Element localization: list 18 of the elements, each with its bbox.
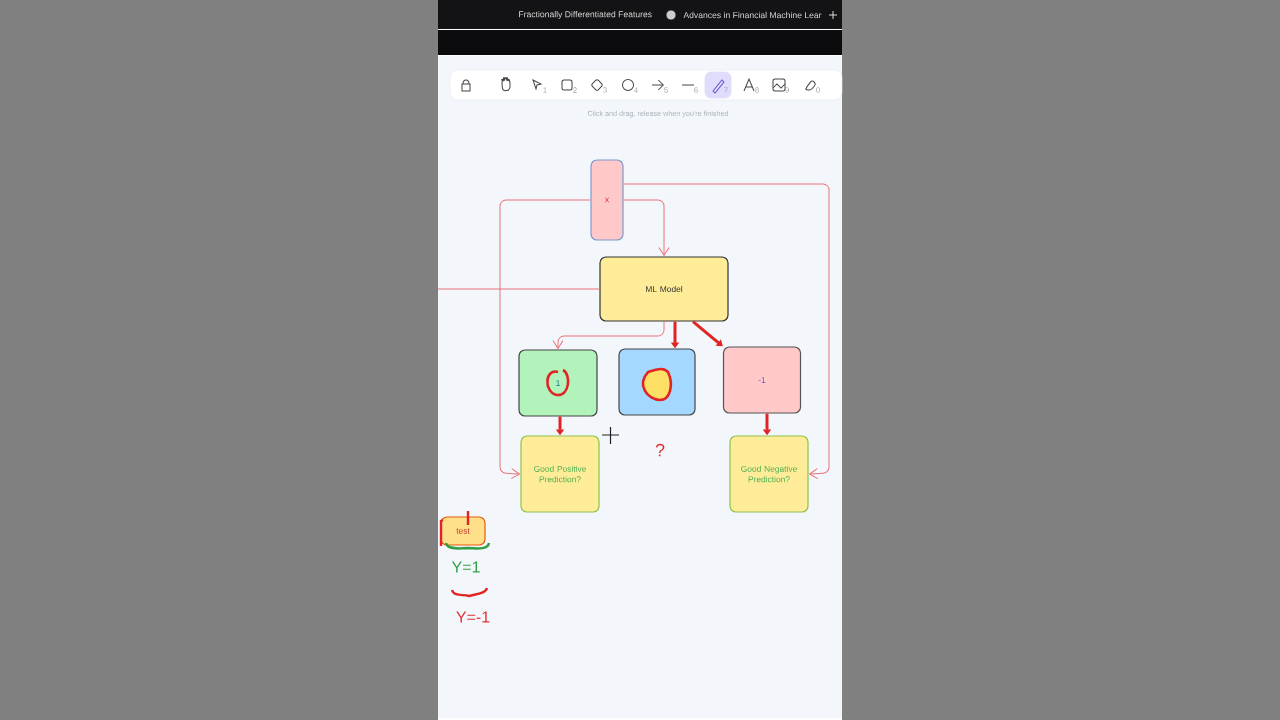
tab-title: Advances in Financial Machine Lear	[683, 11, 822, 19]
question-mark: ?	[655, 443, 665, 457]
arrow	[623, 183, 830, 480]
process-box: ML Model	[599, 256, 729, 322]
process-box: Good Negative Prediction?	[729, 435, 809, 513]
arrow	[499, 199, 591, 480]
handwritten-note: Y=1	[451, 561, 480, 573]
note-box: test	[440, 516, 486, 546]
process-box: Good Positive Prediction?	[520, 435, 600, 513]
arrow	[552, 321, 665, 349]
arrow	[692, 320, 723, 347]
tab-title: Fractionally Differentiated Features	[519, 11, 652, 19]
process-box: -1	[722, 346, 802, 414]
line	[437, 288, 600, 290]
process-box: x	[590, 159, 624, 241]
handwritten-note: Y=-1	[456, 611, 490, 623]
process-box: 1	[518, 349, 598, 417]
arrow	[623, 199, 670, 256]
